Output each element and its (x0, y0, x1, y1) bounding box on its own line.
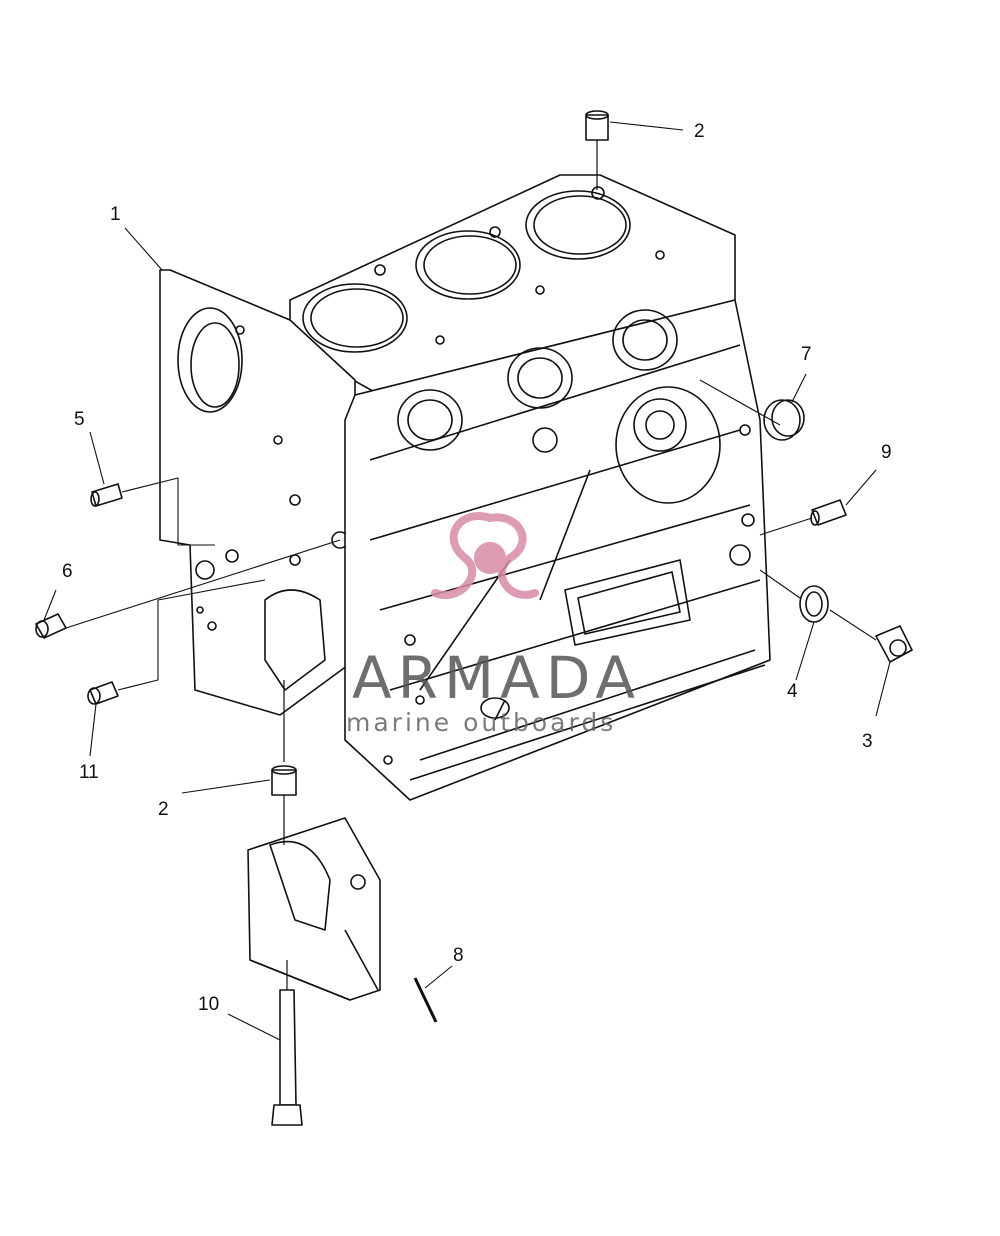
roll-pin (413, 977, 438, 1023)
callout-4: 4 (787, 681, 798, 702)
leader-lines (43, 121, 891, 1041)
watermark-subtitle: marine outboards (346, 708, 617, 737)
callout-7: 7 (801, 344, 812, 365)
callout-8: 8 (453, 945, 464, 966)
watermark-title: ARMADA (352, 644, 642, 712)
sleeve-11 (87, 681, 119, 705)
sleeve-6 (35, 613, 67, 639)
callout-2-top: 2 (694, 121, 705, 142)
callout-3: 3 (862, 731, 873, 752)
callout-6: 6 (62, 561, 73, 582)
cup-plug (763, 399, 805, 441)
dowel-sleeve-top (585, 110, 609, 190)
dowel-pin-5 (90, 483, 123, 507)
callout-1: 1 (110, 204, 121, 225)
callout-10: 10 (198, 994, 220, 1015)
callout-2-bottom: 2 (158, 799, 169, 820)
callout-11: 11 (79, 762, 99, 783)
main-bearing-cap (247, 817, 381, 1001)
cylinder-block (159, 174, 771, 801)
callout-5: 5 (74, 409, 85, 430)
plug-bolt (875, 625, 913, 663)
callout-9: 9 (881, 442, 892, 463)
armada-logo-mark (431, 512, 539, 599)
dowel-pin-9 (810, 499, 847, 526)
dowel-sleeve-bottom (271, 680, 297, 845)
main-bearing-bolt (271, 960, 303, 1126)
